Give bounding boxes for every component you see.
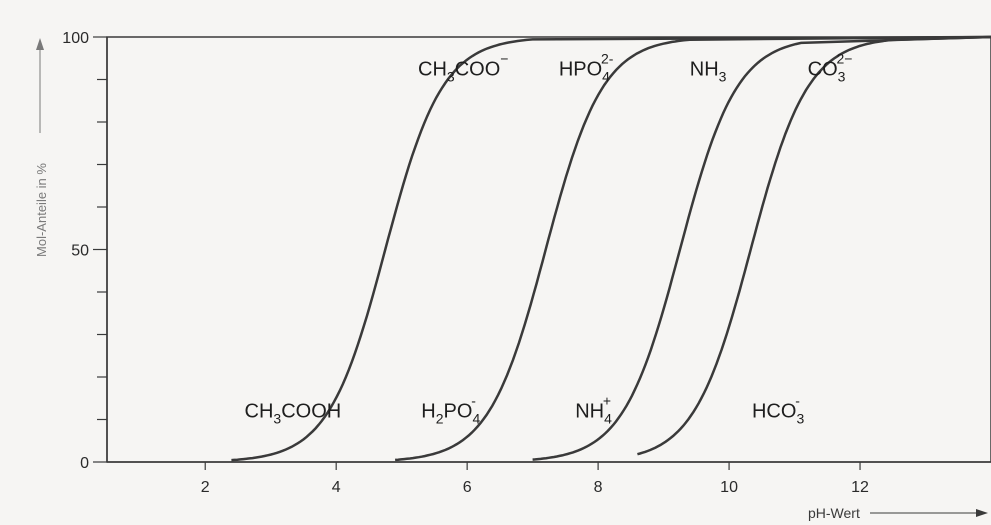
x-axis-label: pH-Wert <box>808 505 860 521</box>
y-ticks: 0 50 100 <box>62 30 107 472</box>
y-axis-label: Mol-Anteile in % <box>34 163 49 257</box>
species-label-part: NH <box>690 58 719 80</box>
species-label: CO3 2− <box>808 50 853 84</box>
species-label-part: + <box>603 392 611 408</box>
distribution-curves <box>231 35 991 462</box>
species-label-part: HCO <box>752 400 796 422</box>
species-label: NH4 + <box>575 392 612 426</box>
species-label: NH3 <box>690 58 727 84</box>
distribution-curve <box>532 35 991 461</box>
species-label-part: - <box>795 392 800 408</box>
x-tick-label: 10 <box>720 479 738 496</box>
species-label-part: 2 <box>436 410 444 426</box>
species-label-part: 3 <box>447 68 455 84</box>
species-label-part: 2- <box>601 50 614 66</box>
distribution-curve <box>637 35 991 456</box>
species-label-part: H <box>421 400 435 422</box>
species-label-part: PO <box>444 400 473 422</box>
species-label-part: 2− <box>836 50 852 66</box>
species-label-part: HPO <box>559 58 602 80</box>
species-label-part: 3 <box>273 410 281 426</box>
species-label-part: 3 <box>838 68 846 84</box>
y-tick-label: 50 <box>71 243 89 260</box>
x-tick-label: 12 <box>851 479 869 496</box>
x-axis-arrow-icon <box>976 509 988 517</box>
species-label-part: 4 <box>472 410 480 426</box>
species-label: CH3COOH <box>245 400 342 426</box>
species-label: CH3COO− <box>418 50 508 84</box>
species-label-part: 3 <box>796 410 804 426</box>
species-label-part: 3 <box>719 68 727 84</box>
x-tick-label: 4 <box>332 479 341 496</box>
x-tick-label: 8 <box>594 479 603 496</box>
species-label-part: COO <box>455 58 501 80</box>
species-label: HCO3 - <box>752 392 804 426</box>
species-label-part: CH <box>245 400 274 422</box>
x-tick-label: 6 <box>463 479 472 496</box>
y-tick-label: 100 <box>62 30 89 47</box>
species-label-part: CH <box>418 58 447 80</box>
species-label-part: NH <box>575 400 604 422</box>
y-tick-label: 0 <box>80 455 89 472</box>
species-label-part: - <box>471 392 476 408</box>
x-tick-label: 2 <box>201 479 210 496</box>
x-ticks: 2 4 6 8 10 12 <box>201 462 869 496</box>
species-label-part: CO <box>808 58 838 80</box>
species-label-part: COOH <box>281 400 341 422</box>
species-label: HPO4 2- <box>559 50 614 84</box>
species-label: H2PO4 - <box>421 392 480 426</box>
species-label-part: 4 <box>602 68 610 84</box>
distribution-curve <box>231 35 991 462</box>
y-axis-arrow-icon <box>36 38 44 50</box>
plot-frame <box>106 36 991 463</box>
species-label-part: − <box>500 50 508 66</box>
distribution-curve <box>395 35 991 462</box>
species-label-part: 4 <box>604 410 612 426</box>
